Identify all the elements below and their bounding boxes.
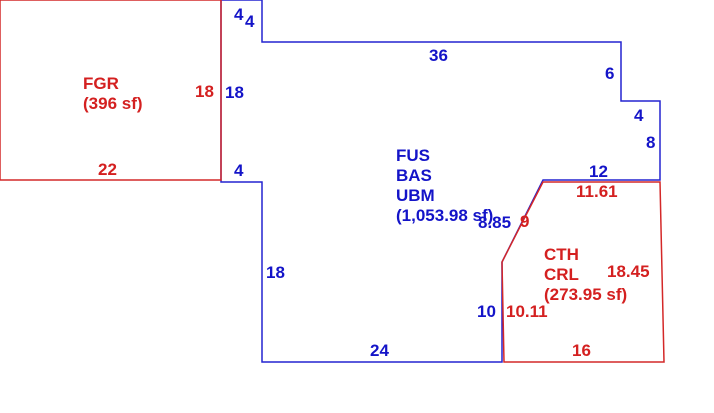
carport-outline xyxy=(501,181,665,363)
dim-main-top-notch-a: 4 xyxy=(234,5,244,24)
dim-main-right-lower: 10 xyxy=(477,302,496,321)
dim-main-right-notch: 4 xyxy=(634,106,644,125)
garage-label-area: (396 sf) xyxy=(83,94,143,113)
dim-main-top-notch-b: 4 xyxy=(245,12,255,31)
main-area-outline xyxy=(220,0,661,363)
dim-garage-right: 18 xyxy=(195,82,214,101)
garage-label-code: FGR xyxy=(83,74,119,93)
dim-main-right-b: 8 xyxy=(646,133,655,152)
dim-carport-top: 11.61 xyxy=(576,182,618,201)
dim-main-carport-top: 12 xyxy=(589,162,608,181)
dim-carport-diagonal: 9 xyxy=(520,212,529,231)
garage-outline xyxy=(0,0,222,181)
dim-garage-bottom: 22 xyxy=(98,160,117,179)
dim-main-left-step: 4 xyxy=(234,161,244,180)
dim-main-right-a: 6 xyxy=(605,64,614,83)
dim-carport-right: 18.45 xyxy=(607,262,650,281)
main-label-area: (1,053.98 sf) xyxy=(396,206,493,225)
dim-main-diagonal: 8.85 xyxy=(478,213,511,232)
main-label-code-2: BAS xyxy=(396,166,432,185)
dim-carport-bottom: 16 xyxy=(572,341,591,360)
dim-main-left-upper: 18 xyxy=(225,83,244,102)
dim-main-top: 36 xyxy=(429,46,448,65)
carport-label-code-1: CTH xyxy=(544,245,579,264)
main-label-code-1: FUS xyxy=(396,146,430,165)
dim-main-bottom: 24 xyxy=(370,341,389,360)
dim-carport-left: 10.11 xyxy=(506,302,548,321)
carport-label-area: (273.95 sf) xyxy=(544,285,627,304)
carport-label-code-2: CRL xyxy=(544,265,579,284)
main-label-code-3: UBM xyxy=(396,186,435,205)
dim-main-left-lower: 18 xyxy=(266,263,285,282)
